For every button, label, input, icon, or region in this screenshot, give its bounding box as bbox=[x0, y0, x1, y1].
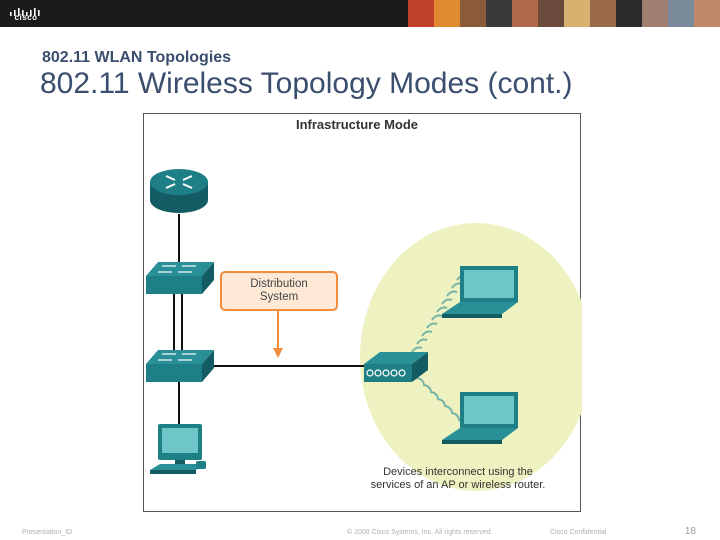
header-photo bbox=[460, 0, 486, 27]
router-icon bbox=[150, 169, 208, 213]
switch-icon-top bbox=[146, 262, 214, 294]
header-photo bbox=[486, 0, 512, 27]
header-photo bbox=[564, 0, 590, 27]
slide-subtitle: 802.11 WLAN Topologies bbox=[42, 49, 232, 66]
laptop-icon-bottom bbox=[442, 392, 518, 444]
diagram-drawing bbox=[146, 169, 582, 491]
laptop-icon-top bbox=[442, 266, 518, 318]
distribution-system-callout: Distribution System bbox=[220, 271, 338, 311]
header-photo-strip bbox=[408, 0, 720, 27]
header-photo bbox=[512, 0, 538, 27]
coverage-zone bbox=[360, 223, 582, 491]
cisco-bars-icon bbox=[10, 8, 40, 16]
slide-title: 802.11 Wireless Topology Modes (cont.) bbox=[40, 67, 573, 100]
page-number: 18 bbox=[684, 526, 696, 537]
footer-confidential: Cisco Confidential bbox=[550, 529, 607, 536]
callout-line-2: System bbox=[259, 291, 299, 303]
header-photo bbox=[434, 0, 460, 27]
logo-wordmark: cisco bbox=[14, 13, 38, 22]
header-photo bbox=[642, 0, 668, 27]
header-banner: cisco bbox=[0, 0, 720, 27]
diagram-caption: Devices interconnect using the services … bbox=[354, 466, 562, 492]
callout-line-1: Distribution bbox=[250, 278, 308, 290]
access-point-icon bbox=[364, 352, 428, 382]
caption-line-1: Devices interconnect using the bbox=[383, 466, 533, 478]
callout-arrow-head bbox=[273, 348, 283, 358]
diagram-title: Infrastructure Mode bbox=[295, 117, 419, 132]
caption-line-2: services of an AP or wireless router. bbox=[370, 479, 546, 491]
footer-copyright: © 2008 Cisco Systems, Inc. All rights re… bbox=[347, 529, 493, 536]
header-photo bbox=[538, 0, 564, 27]
cisco-logo: cisco bbox=[8, 4, 44, 23]
footer-presentation-id: Presentation_ID bbox=[22, 529, 73, 536]
infrastructure-mode-diagram: Infrastructure Mode Distribution System … bbox=[143, 113, 582, 512]
header-photo bbox=[408, 0, 434, 27]
switch-icon-bottom bbox=[146, 350, 214, 382]
header-photo bbox=[668, 0, 694, 27]
header-photo bbox=[616, 0, 642, 27]
desktop-pc-icon bbox=[150, 424, 206, 474]
header-photo bbox=[590, 0, 616, 27]
header-photo bbox=[694, 0, 720, 27]
